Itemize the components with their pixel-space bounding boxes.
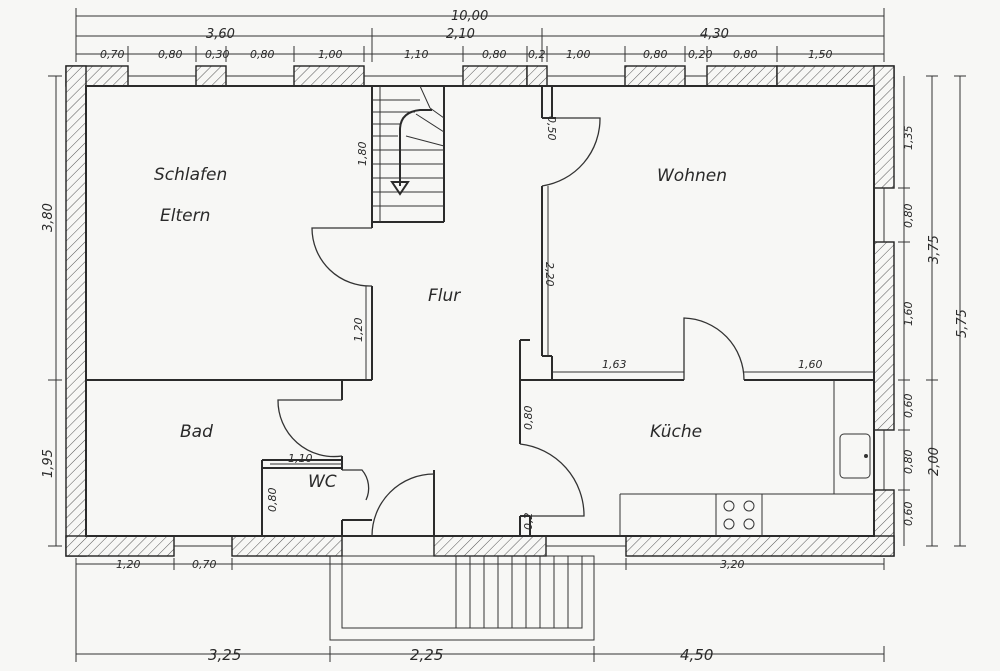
dim-kueche-door: 0,80 xyxy=(522,406,535,431)
dim-schlafen-wall: 1,20 xyxy=(352,318,365,343)
room-label-flur: Flur xyxy=(428,286,461,306)
dim-wc-height: 0,80 xyxy=(266,488,279,513)
dim-bottom-center: 2,25 xyxy=(410,646,443,664)
door-schlafen xyxy=(311,227,373,287)
kitchen-sink xyxy=(839,433,871,479)
dim-top-seg: 0,80 xyxy=(250,48,275,61)
door-flur-kueche xyxy=(519,443,585,517)
staircase xyxy=(372,85,445,223)
dim-bottom-left: 3,25 xyxy=(208,646,241,664)
dim-right-upper: 3,75 xyxy=(927,235,942,264)
room-label-schlafen: Schlafen xyxy=(154,165,227,185)
kitchen-stove xyxy=(723,500,755,530)
room-labels: Schlafen Eltern Wohnen Flur Bad WC Küche xyxy=(154,165,727,492)
dim-right-seg: 0,80 xyxy=(902,204,915,229)
dim-right-seg: 0,60 xyxy=(902,502,915,527)
dim-top-center: 2,10 xyxy=(446,27,475,42)
dim-top-seg: 0,80 xyxy=(733,48,758,61)
dim-right-seg: 0,60 xyxy=(902,394,915,419)
dim-wc-width: 1,10 xyxy=(288,452,313,465)
dim-bottom-door: 0,2 xyxy=(522,513,535,531)
room-label-kueche: Küche xyxy=(650,422,702,442)
dim-top-seg: 1,50 xyxy=(808,48,833,61)
door-kueche xyxy=(683,317,745,381)
dim-right-seg: 1,35 xyxy=(902,126,915,151)
dim-wohnen-door: 0,50 xyxy=(545,116,558,141)
dim-top-seg: 0,80 xyxy=(158,48,183,61)
dim-kitchen-left: 1,63 xyxy=(602,358,627,371)
doors xyxy=(277,117,745,537)
door-wc xyxy=(342,469,370,501)
room-label-wc: WC xyxy=(308,472,337,492)
entrance-steps xyxy=(329,555,595,641)
dim-bottom-seg: 1,20 xyxy=(116,558,141,571)
dim-left-lower: 1,95 xyxy=(41,449,56,478)
dim-total-width: 10,00 xyxy=(451,9,488,24)
dim-top-seg: 0,2 xyxy=(528,48,546,61)
dim-total-depth: 5,75 xyxy=(955,309,970,338)
dim-right-seg: 1,60 xyxy=(902,302,915,327)
dim-top-seg: 1,00 xyxy=(566,48,591,61)
dim-top-seg: 0,70 xyxy=(100,48,125,61)
room-label-bad: Bad xyxy=(180,422,213,442)
dim-top-left: 3,60 xyxy=(206,27,235,42)
dim-top-right: 4,30 xyxy=(700,27,729,42)
dim-top-seg: 1,10 xyxy=(404,48,429,61)
door-entrance xyxy=(371,473,435,537)
dim-top-seg: 0,80 xyxy=(643,48,668,61)
interior-walls xyxy=(86,86,874,536)
door-bad xyxy=(277,399,343,458)
door-wohnen xyxy=(541,117,601,187)
dim-top-seg: 0,30 xyxy=(205,48,230,61)
dim-bottom-right: 4,50 xyxy=(680,646,713,664)
room-label-wohnen: Wohnen xyxy=(657,166,727,186)
dim-bottom-seg: 3,20 xyxy=(720,558,745,571)
exterior-walls xyxy=(65,65,895,557)
dim-kitchen-right: 1,60 xyxy=(798,358,823,371)
dimension-labels: 10,00 3,60 2,10 4,30 0,70 0,80 0,30 0,80… xyxy=(41,9,970,664)
dim-right-seg: 0,80 xyxy=(902,450,915,475)
dim-top-seg: 0,80 xyxy=(482,48,507,61)
dimension-lines xyxy=(48,8,966,662)
dim-top-seg: 0,20 xyxy=(688,48,713,61)
dim-left-upper: 3,80 xyxy=(41,203,56,232)
dim-stair-length: 1,80 xyxy=(356,142,369,167)
dim-right-lower: 2,00 xyxy=(927,447,942,476)
dim-top-seg: 1,00 xyxy=(318,48,343,61)
room-label-eltern: Eltern xyxy=(160,206,210,226)
dim-bottom-seg: 0,70 xyxy=(192,558,217,571)
dim-wohnen-wall: 2,20 xyxy=(543,262,556,287)
